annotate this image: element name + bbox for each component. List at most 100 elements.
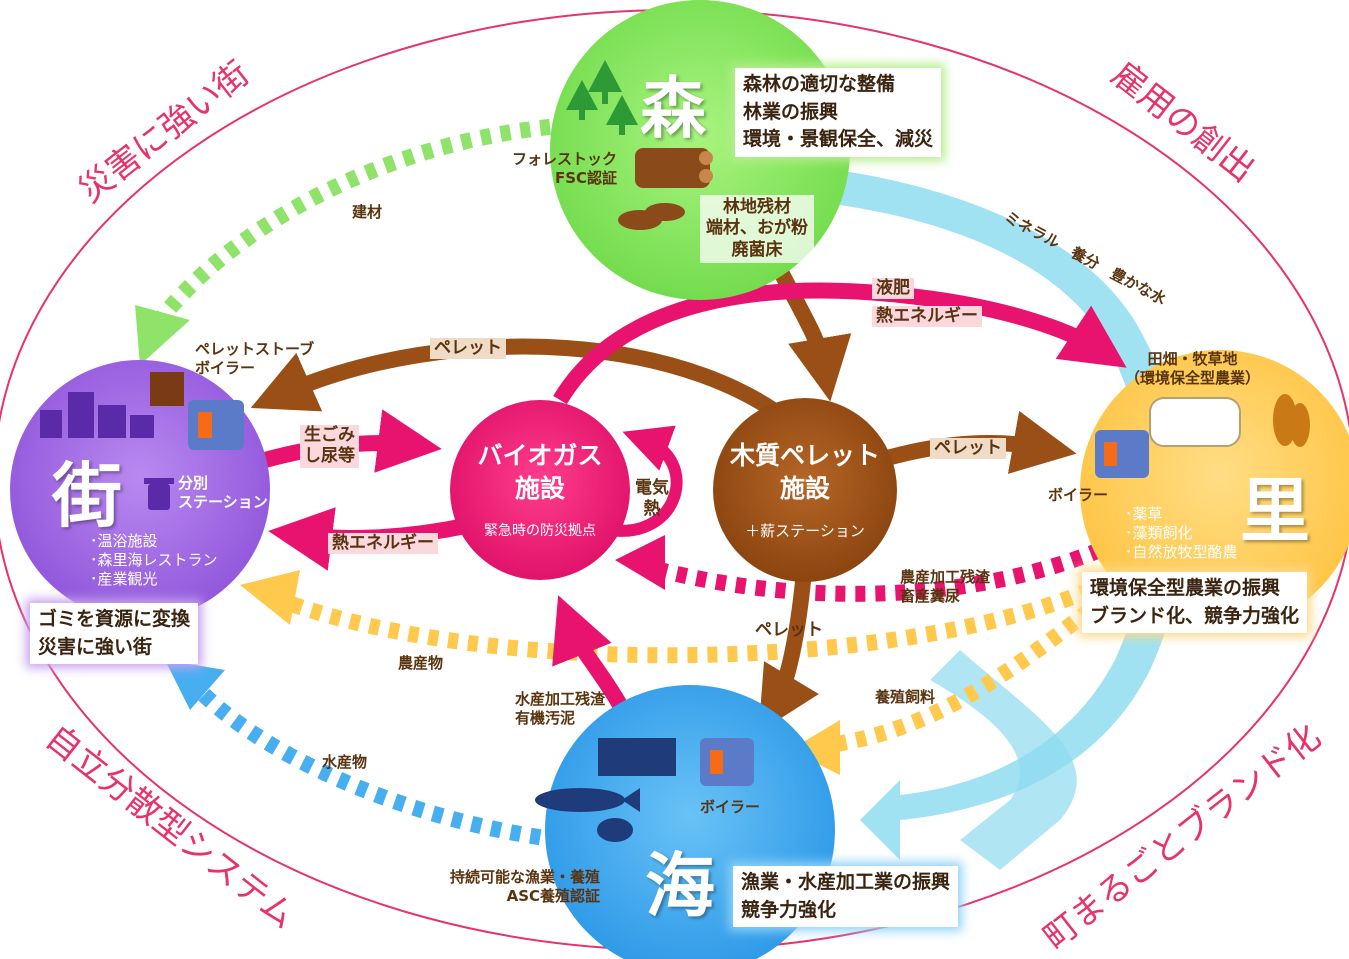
sato-fields-line2: （環境保全型農業） bbox=[1125, 368, 1261, 387]
mori-residue-label: 林地残材 端材、おが粉 廃菌床 bbox=[700, 195, 814, 263]
biogas-title-line2: 施設 bbox=[514, 473, 565, 503]
pellet-title-line2: 施設 bbox=[779, 473, 830, 503]
flow-label-suisan-zansa-line2: 有機汚泥 bbox=[515, 708, 576, 727]
node-umi-char: 海 bbox=[645, 844, 715, 927]
machi-facility-3: ･産業観光 bbox=[90, 569, 158, 588]
machi-stove-label: ペレットストーブ ボイラー bbox=[195, 340, 314, 378]
sato-fields-line1: 田畑・牧草地 bbox=[1147, 350, 1238, 368]
machi-stove-line1: ペレットストーブ bbox=[195, 340, 315, 358]
mori-residue-line2: 端材、おが粉 bbox=[706, 218, 808, 239]
flow-label-nousan-zansa-line2: 畜産糞尿 bbox=[900, 586, 961, 605]
mori-box-line3: 環境・景観保全、減災 bbox=[743, 128, 934, 151]
mori-residue-line3: 廃菌床 bbox=[731, 239, 783, 260]
flow-kenzai-head bbox=[135, 305, 190, 365]
umi-info-box: 漁業・水産加工業の振興 競争力強化 bbox=[733, 866, 959, 928]
flow-label-ekihi: 液肥 bbox=[872, 278, 914, 300]
sato-fields-label: 田畑・牧草地 （環境保全型農業） bbox=[1125, 350, 1260, 388]
logs-icon bbox=[635, 148, 713, 188]
flow-nousanbutsu bbox=[277, 582, 1094, 664]
fish-icon bbox=[535, 788, 640, 812]
flow-nousanbutsu-head bbox=[240, 570, 300, 625]
machi-facility-1: ･温浴施設 bbox=[90, 532, 158, 550]
trash-bin-icon bbox=[144, 478, 174, 510]
machi-box-line2: 災害に強い街 bbox=[38, 635, 153, 658]
flow-label-pellet-right: ペレット bbox=[930, 438, 1006, 460]
pellet-facility-title: 木質ペレット 施設 bbox=[715, 440, 895, 505]
biogas-facility-sub: 緊急時の防災拠点 bbox=[484, 523, 596, 539]
boiler-icon-machi bbox=[188, 400, 244, 450]
node-mori-char: 森 bbox=[640, 69, 706, 147]
sato-boiler-label: ボイラー bbox=[1048, 486, 1109, 504]
mori-forestock-line1: フォレストック bbox=[512, 150, 618, 168]
greenhouse-icon bbox=[1149, 397, 1241, 447]
flow-ekihi bbox=[553, 282, 1127, 405]
machi-station-label: 分別 ステーション bbox=[178, 474, 268, 512]
umi-box-line2: 競争力強化 bbox=[741, 898, 837, 921]
sato-items-list: ･薬草 ･藻類飼化 ･自然放牧型酪農 bbox=[1125, 505, 1238, 561]
sato-info-box: 環境保全型農業の振興 ブランド化、競争力強化 bbox=[1082, 572, 1308, 634]
flow-kenzai bbox=[153, 117, 571, 325]
flow-suisan-zansa bbox=[552, 595, 627, 709]
machi-stove-line2: ボイラー bbox=[195, 358, 256, 377]
boiler-icon-umi bbox=[700, 738, 754, 786]
rice-icon bbox=[1273, 394, 1310, 447]
water-flow-lower bbox=[930, 650, 1077, 870]
flow-label-netsu-left: 熱エネルギー bbox=[328, 533, 438, 555]
city-buildings-icon bbox=[40, 392, 154, 438]
mushroom-icon bbox=[618, 203, 685, 230]
tree-icon bbox=[566, 60, 638, 135]
pellet-title-line1: 木質ペレット bbox=[729, 441, 880, 470]
umi-cert-line2: ASC養殖認証 bbox=[506, 886, 601, 905]
node-pellet-circle bbox=[713, 398, 897, 582]
flow-label-nousan-zansa: 農産加工残渣 畜産糞尿 bbox=[900, 568, 990, 606]
flow-label-namagomi: 生ごみ し尿等 bbox=[300, 425, 359, 468]
machi-facilities-list: ･温浴施設 ･森里海レストラン ･産業観光 bbox=[90, 532, 218, 588]
mori-forestock-line2: FSC認証 bbox=[554, 168, 618, 187]
mori-box-line2: 林業の振興 bbox=[743, 100, 839, 123]
sato-item-2: ･藻類飼化 bbox=[1125, 523, 1193, 542]
flow-suisanbutsu bbox=[183, 674, 561, 848]
umi-cert-line1: 持続可能な漁業・養殖 bbox=[450, 868, 601, 886]
machi-box-line1: ゴミを資源に変換 bbox=[38, 608, 191, 630]
pellet-facility-sub: ＋薪ステーション bbox=[745, 522, 865, 540]
node-sato-char: 里 bbox=[1240, 469, 1310, 552]
flow-label-suisanbutsu: 水産物 bbox=[322, 753, 368, 771]
sato-box-line2: ブランド化、競争力強化 bbox=[1090, 604, 1300, 627]
machi-station-line1: 分別 bbox=[178, 474, 209, 492]
sato-item-3: ･自然放牧型酪農 bbox=[1125, 542, 1238, 561]
shell-icon bbox=[597, 818, 633, 842]
flow-label-nousanbutsu: 農産物 bbox=[398, 654, 444, 672]
flow-label-pellet-top: ペレット bbox=[430, 338, 506, 360]
biogas-facility-title: バイオガス 施設 bbox=[450, 440, 630, 505]
fish-farm-icon bbox=[598, 738, 676, 776]
sato-box-line1: 環境保全型農業の振興 bbox=[1090, 577, 1281, 599]
mori-residue-line1: 林地残材 bbox=[723, 197, 791, 217]
machi-facility-2: ･森里海レストラン bbox=[90, 550, 218, 569]
node-machi-char: 街 bbox=[52, 454, 122, 537]
flow-yoshoku-head bbox=[790, 720, 840, 775]
flow-nousan-zansa bbox=[658, 542, 1103, 602]
flow-pellet-top bbox=[250, 338, 816, 446]
flow-label-suisan-zansa-line1: 水産加工残渣 bbox=[515, 690, 606, 708]
flow-label-kenzai: 建材 bbox=[352, 203, 383, 221]
flow-nousan-zansa-head bbox=[615, 535, 665, 590]
mori-info-box: 森林の適切な整備 林業の振興 環境・景観保全、減災 bbox=[735, 68, 942, 157]
sato-item-1: ･薬草 bbox=[1125, 505, 1163, 523]
flow-label-namagomi-line2: し尿等 bbox=[304, 446, 355, 467]
flow-label-namagomi-line1: 生ごみ bbox=[304, 425, 355, 445]
stove-icon bbox=[150, 372, 184, 406]
flow-label-pellet-down: ペレット bbox=[755, 620, 823, 640]
mori-box-line1: 森林の適切な整備 bbox=[743, 73, 896, 95]
flow-suisanbutsu-head bbox=[165, 660, 225, 710]
node-biogas-circle bbox=[450, 400, 630, 580]
flow-label-yoshoku: 養殖飼料 bbox=[875, 688, 936, 706]
machi-station-line2: ステーション bbox=[178, 492, 268, 511]
mori-forestock-label: フォレストック FSC認証 bbox=[512, 150, 617, 188]
flow-label-denki: 電気 bbox=[635, 478, 669, 498]
machi-info-box: ゴミを資源に変換 災害に強い街 bbox=[30, 603, 199, 665]
umi-certification-label: 持続可能な漁業・養殖 ASC養殖認証 bbox=[450, 868, 600, 906]
boiler-icon-sato bbox=[1095, 430, 1149, 478]
flow-yoshoku bbox=[828, 603, 1095, 753]
flow-residue bbox=[772, 266, 852, 402]
